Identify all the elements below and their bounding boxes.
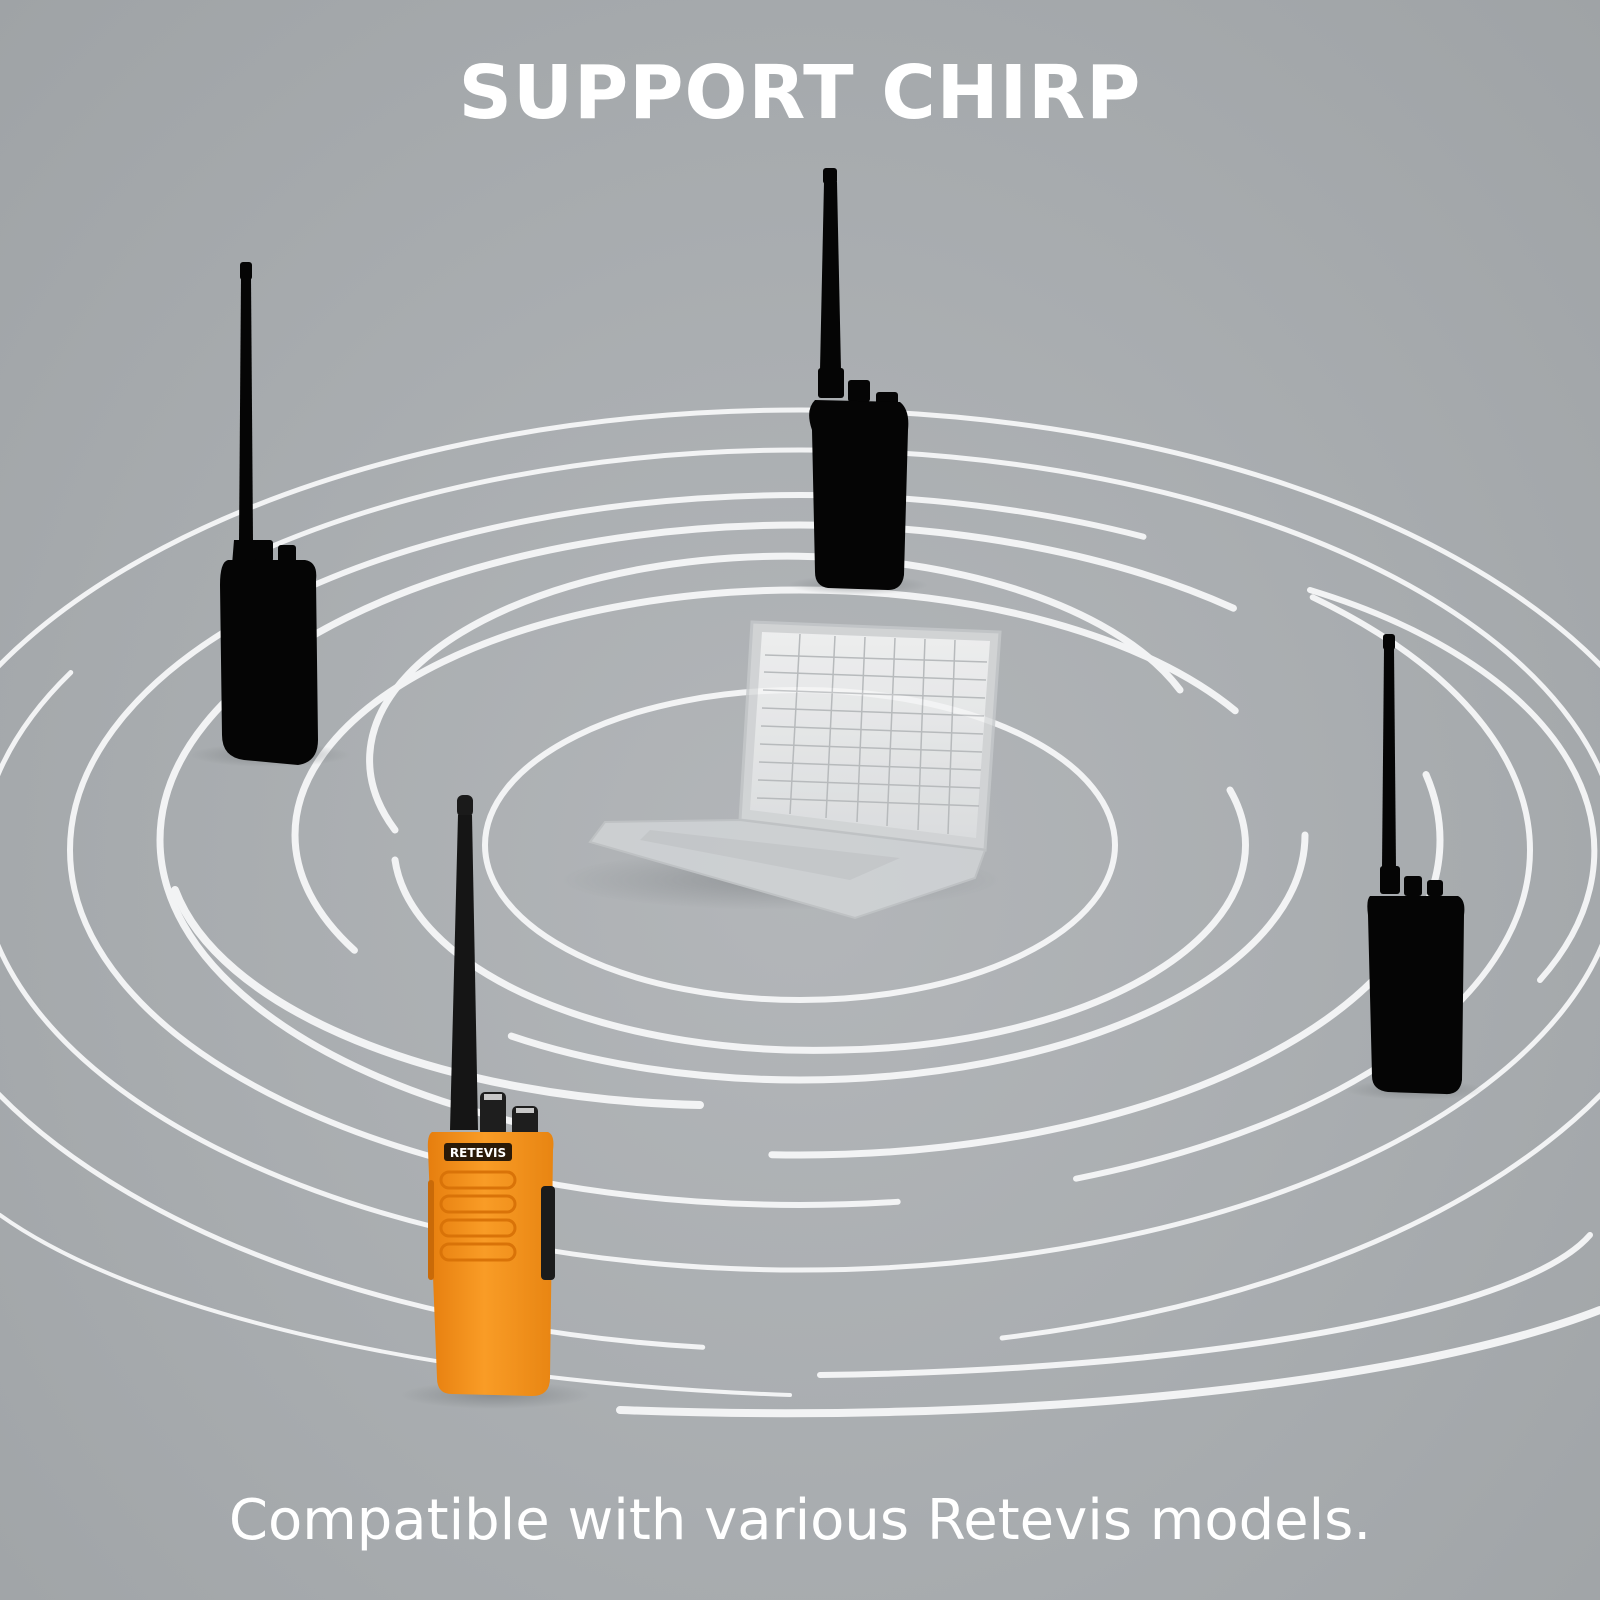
brand-logo — [444, 1143, 512, 1161]
signal-ring — [67, 492, 1533, 1208]
headline: SUPPORT CHIRP — [458, 50, 1142, 136]
walkie-talkie-icon — [190, 262, 350, 767]
highlighted-radio: RETEVIS — [400, 795, 590, 1409]
speaker-grille — [439, 1170, 517, 1262]
signal-ring — [817, 1232, 1593, 1378]
signal-ring — [0, 407, 1600, 1353]
signal-ring — [616, 1306, 1600, 1418]
signal-ring — [0, 1213, 792, 1397]
signal-ring — [366, 552, 1184, 834]
caption: Compatible with various Retevis models. — [228, 1488, 1372, 1553]
brand-logo-text: RETEVIS — [450, 1146, 506, 1160]
spreadsheet-screen — [756, 633, 988, 835]
signal-ring — [171, 886, 704, 1109]
signal-rings — [0, 407, 1600, 1418]
walkie-talkie-icon — [1345, 634, 1485, 1100]
laptop-icon — [560, 620, 1002, 920]
signal-ring — [0, 447, 1600, 1273]
signal-ring — [156, 521, 1444, 1159]
signal-ring — [1307, 587, 1598, 983]
walkie-talkie-icon — [788, 168, 928, 595]
